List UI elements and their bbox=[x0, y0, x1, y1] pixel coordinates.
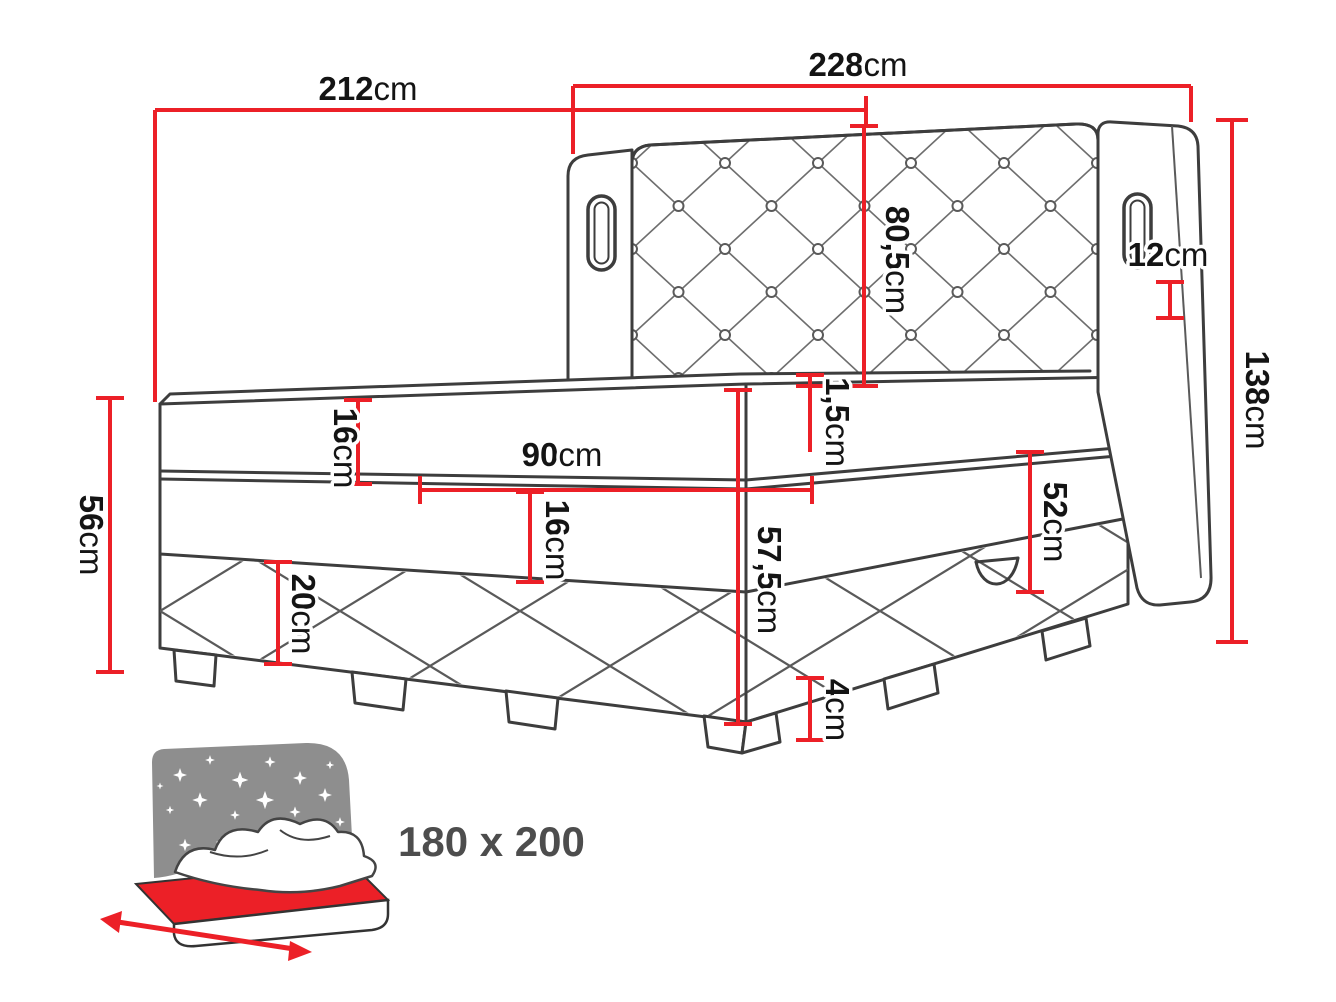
dim-leg-height: 4cm bbox=[796, 675, 860, 745]
dim-top-mattress-height: 16cm bbox=[324, 398, 372, 492]
dim-total-width: 228cm bbox=[571, 43, 1193, 154]
dim-headboard-height: 138cm bbox=[1216, 118, 1280, 644]
headboard bbox=[566, 122, 1100, 404]
dim-headboard-panel-height: 80,5cm bbox=[850, 124, 920, 388]
dim-base-height: 56cm bbox=[70, 396, 124, 674]
right-wing-light-slot-icon bbox=[1122, 192, 1153, 270]
headboard-left-wing bbox=[566, 148, 634, 404]
bed-size-icon bbox=[100, 742, 391, 961]
storage-handle-icon bbox=[974, 556, 1020, 586]
dim-lower-box-height: 20cm bbox=[264, 560, 326, 666]
left-wing-light-slot-icon bbox=[586, 194, 617, 272]
dim-front-width-label: 212cm bbox=[318, 70, 417, 107]
dim-side-rail-height: 52cm bbox=[1016, 450, 1078, 594]
dim-side-rail-height-label: 52cm bbox=[1037, 482, 1074, 563]
dim-front-corner-height: 57,5cm bbox=[724, 388, 792, 726]
icon-mattress-base bbox=[172, 898, 390, 948]
dim-mid-mattress-height: 16cm bbox=[516, 490, 580, 584]
dim-topper-gap: 1,5cm bbox=[796, 373, 860, 470]
dim-top-mattress-height-label: 16cm bbox=[327, 408, 364, 489]
bed-legs bbox=[172, 616, 1092, 755]
size-label: 180 x 200 bbox=[398, 818, 585, 865]
dim-half-width-label: 90cm bbox=[522, 436, 603, 473]
dim-side-panel-width: 12cm bbox=[1124, 233, 1212, 320]
dim-total-width-label: 228cm bbox=[808, 46, 907, 83]
dim-side-panel-width-label: 12cm bbox=[1128, 236, 1209, 273]
dim-mid-mattress-height-label: 16cm bbox=[539, 500, 576, 581]
bed-base bbox=[158, 369, 1130, 755]
dim-base-height-label: 56cm bbox=[73, 495, 110, 576]
dim-front-corner-height-label: 57,5cm bbox=[751, 526, 788, 634]
headboard-right-wing bbox=[1096, 120, 1213, 607]
dimension-annotations: 212cm 228cm 80,5cm 12cm 138cm 56cm 16cm bbox=[70, 43, 1280, 745]
dim-headboard-panel-height-label: 80,5cm bbox=[879, 206, 916, 314]
dim-headboard-height-label: 138cm bbox=[1239, 350, 1276, 449]
dim-topper-gap-label: 1,5cm bbox=[819, 377, 856, 467]
dim-half-width: 90cm bbox=[418, 433, 814, 504]
width-arrow-icon bbox=[100, 911, 312, 961]
dim-lower-box-height-label: 20cm bbox=[285, 574, 322, 655]
dim-leg-height-label: 4cm bbox=[819, 679, 856, 741]
dim-front-width: 212cm bbox=[153, 67, 868, 402]
